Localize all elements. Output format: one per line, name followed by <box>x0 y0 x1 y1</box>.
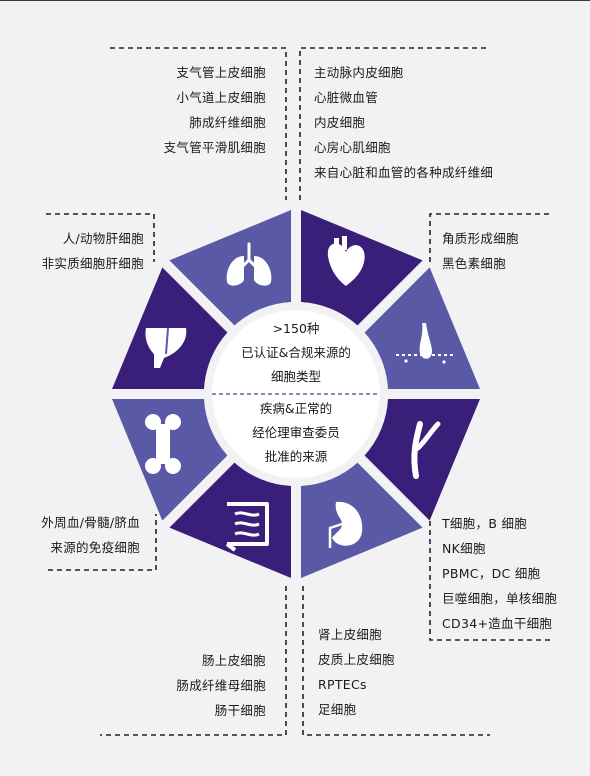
segment-kidney <box>169 462 291 578</box>
label-item: RPTECs <box>318 677 367 692</box>
heart-labels: 主动脉内皮细胞 心脏微血管 内皮细胞 心房心肌细胞 来自心脏和血管的各种成纤维细 <box>314 60 493 185</box>
label-item: CD34+造血干细胞 <box>442 616 553 631</box>
label-item: 肾上皮细胞 <box>318 627 383 642</box>
center-count: >150种 <box>272 321 320 336</box>
liver-icon <box>145 327 187 368</box>
center-bottom-line-1: 疾病&正常的 <box>259 401 333 416</box>
connector-lines <box>46 47 552 736</box>
label-item: 支气管上皮细胞 <box>176 65 266 80</box>
label-item: 心脏微血管 <box>314 90 379 105</box>
segment-heart <box>364 267 480 389</box>
connector-blood <box>429 512 552 641</box>
center-bottom-line-3: 批准的来源 <box>264 449 328 464</box>
label-item: T细胞，B 细胞 <box>442 516 528 531</box>
label-item: 肠上皮细胞 <box>201 653 266 668</box>
label-item: 外周血/骨髓/脐血 <box>41 515 140 530</box>
label-item: 皮质上皮细胞 <box>318 652 395 667</box>
label-item: 黑色素细胞 <box>442 256 507 271</box>
connector-intestine <box>100 586 287 736</box>
intestine-icon <box>225 502 269 552</box>
lungs-icon <box>226 242 272 286</box>
center-line-3: 细胞类型 <box>270 369 321 384</box>
connector-skin <box>429 213 552 262</box>
heart-icon <box>327 236 365 286</box>
label-item: 支气管平滑肌细胞 <box>163 140 266 155</box>
center-line-2: 已认证&合规来源的 <box>241 345 351 360</box>
skin-labels: 角质形成细胞 黑色素细胞 <box>442 226 519 276</box>
connector-immune <box>48 514 157 571</box>
blood-vessel-icon <box>411 421 441 479</box>
connector-lung <box>110 47 287 200</box>
skin-follicle-icon <box>396 323 456 364</box>
lung-labels: 支气管上皮细胞 小气道上皮细胞 肺成纤维细胞 支气管平滑肌细胞 <box>164 60 266 160</box>
liver-labels: 人/动物肝细胞 非实质细胞肝细胞 <box>42 226 144 276</box>
label-item: 心房心肌细胞 <box>314 140 391 155</box>
label-item: 人/动物肝细胞 <box>62 231 144 246</box>
blood-labels: T细胞，B 细胞 NK细胞 PBMC，DC 细胞 巨噬细胞，单核细胞 CD34+… <box>442 511 557 636</box>
label-item: NK细胞 <box>442 541 486 556</box>
connector-kidney <box>302 586 490 736</box>
segment-skin <box>364 399 480 521</box>
kidney-icon <box>328 501 363 548</box>
intestine-labels: 肠上皮细胞 肠成纤维母细胞 肠干细胞 <box>176 648 266 723</box>
center-bottom-line-2: 经伦理审查委员 <box>252 425 340 440</box>
top-rule <box>0 0 590 1</box>
label-item: 小气道上皮细胞 <box>176 90 266 105</box>
label-item: 非实质细胞肝细胞 <box>41 256 144 271</box>
label-item: 肠干细胞 <box>214 703 266 718</box>
kidney-labels: 肾上皮细胞 皮质上皮细胞 RPTECs 足细胞 <box>318 622 395 722</box>
immune-labels: 外周血/骨髓/脐血 来源的免疫细胞 <box>41 510 140 560</box>
label-item: 角质形成细胞 <box>442 231 519 246</box>
label-item: 来自心脏和血管的各种成纤维细 <box>314 165 494 180</box>
connector-liver <box>46 213 155 262</box>
label-item: PBMC，DC 细胞 <box>442 566 541 581</box>
label-item: 巨噬细胞，单核细胞 <box>442 591 558 606</box>
label-item: 肠成纤维母细胞 <box>176 678 266 693</box>
bone-icon <box>145 414 181 474</box>
label-item: 足细胞 <box>318 702 357 717</box>
center-top-text: >150种 已认证&合规来源的 细胞类型 <box>212 317 380 389</box>
label-item: 主动脉内皮细胞 <box>314 65 404 80</box>
center-bottom-text: 疾病&正常的 经伦理审查委员 批准的来源 <box>212 397 380 469</box>
label-item: 来源的免疫细胞 <box>50 540 140 555</box>
segment-vessel <box>301 462 423 578</box>
label-item: 内皮细胞 <box>314 115 366 130</box>
label-item: 肺成纤维细胞 <box>189 115 266 130</box>
